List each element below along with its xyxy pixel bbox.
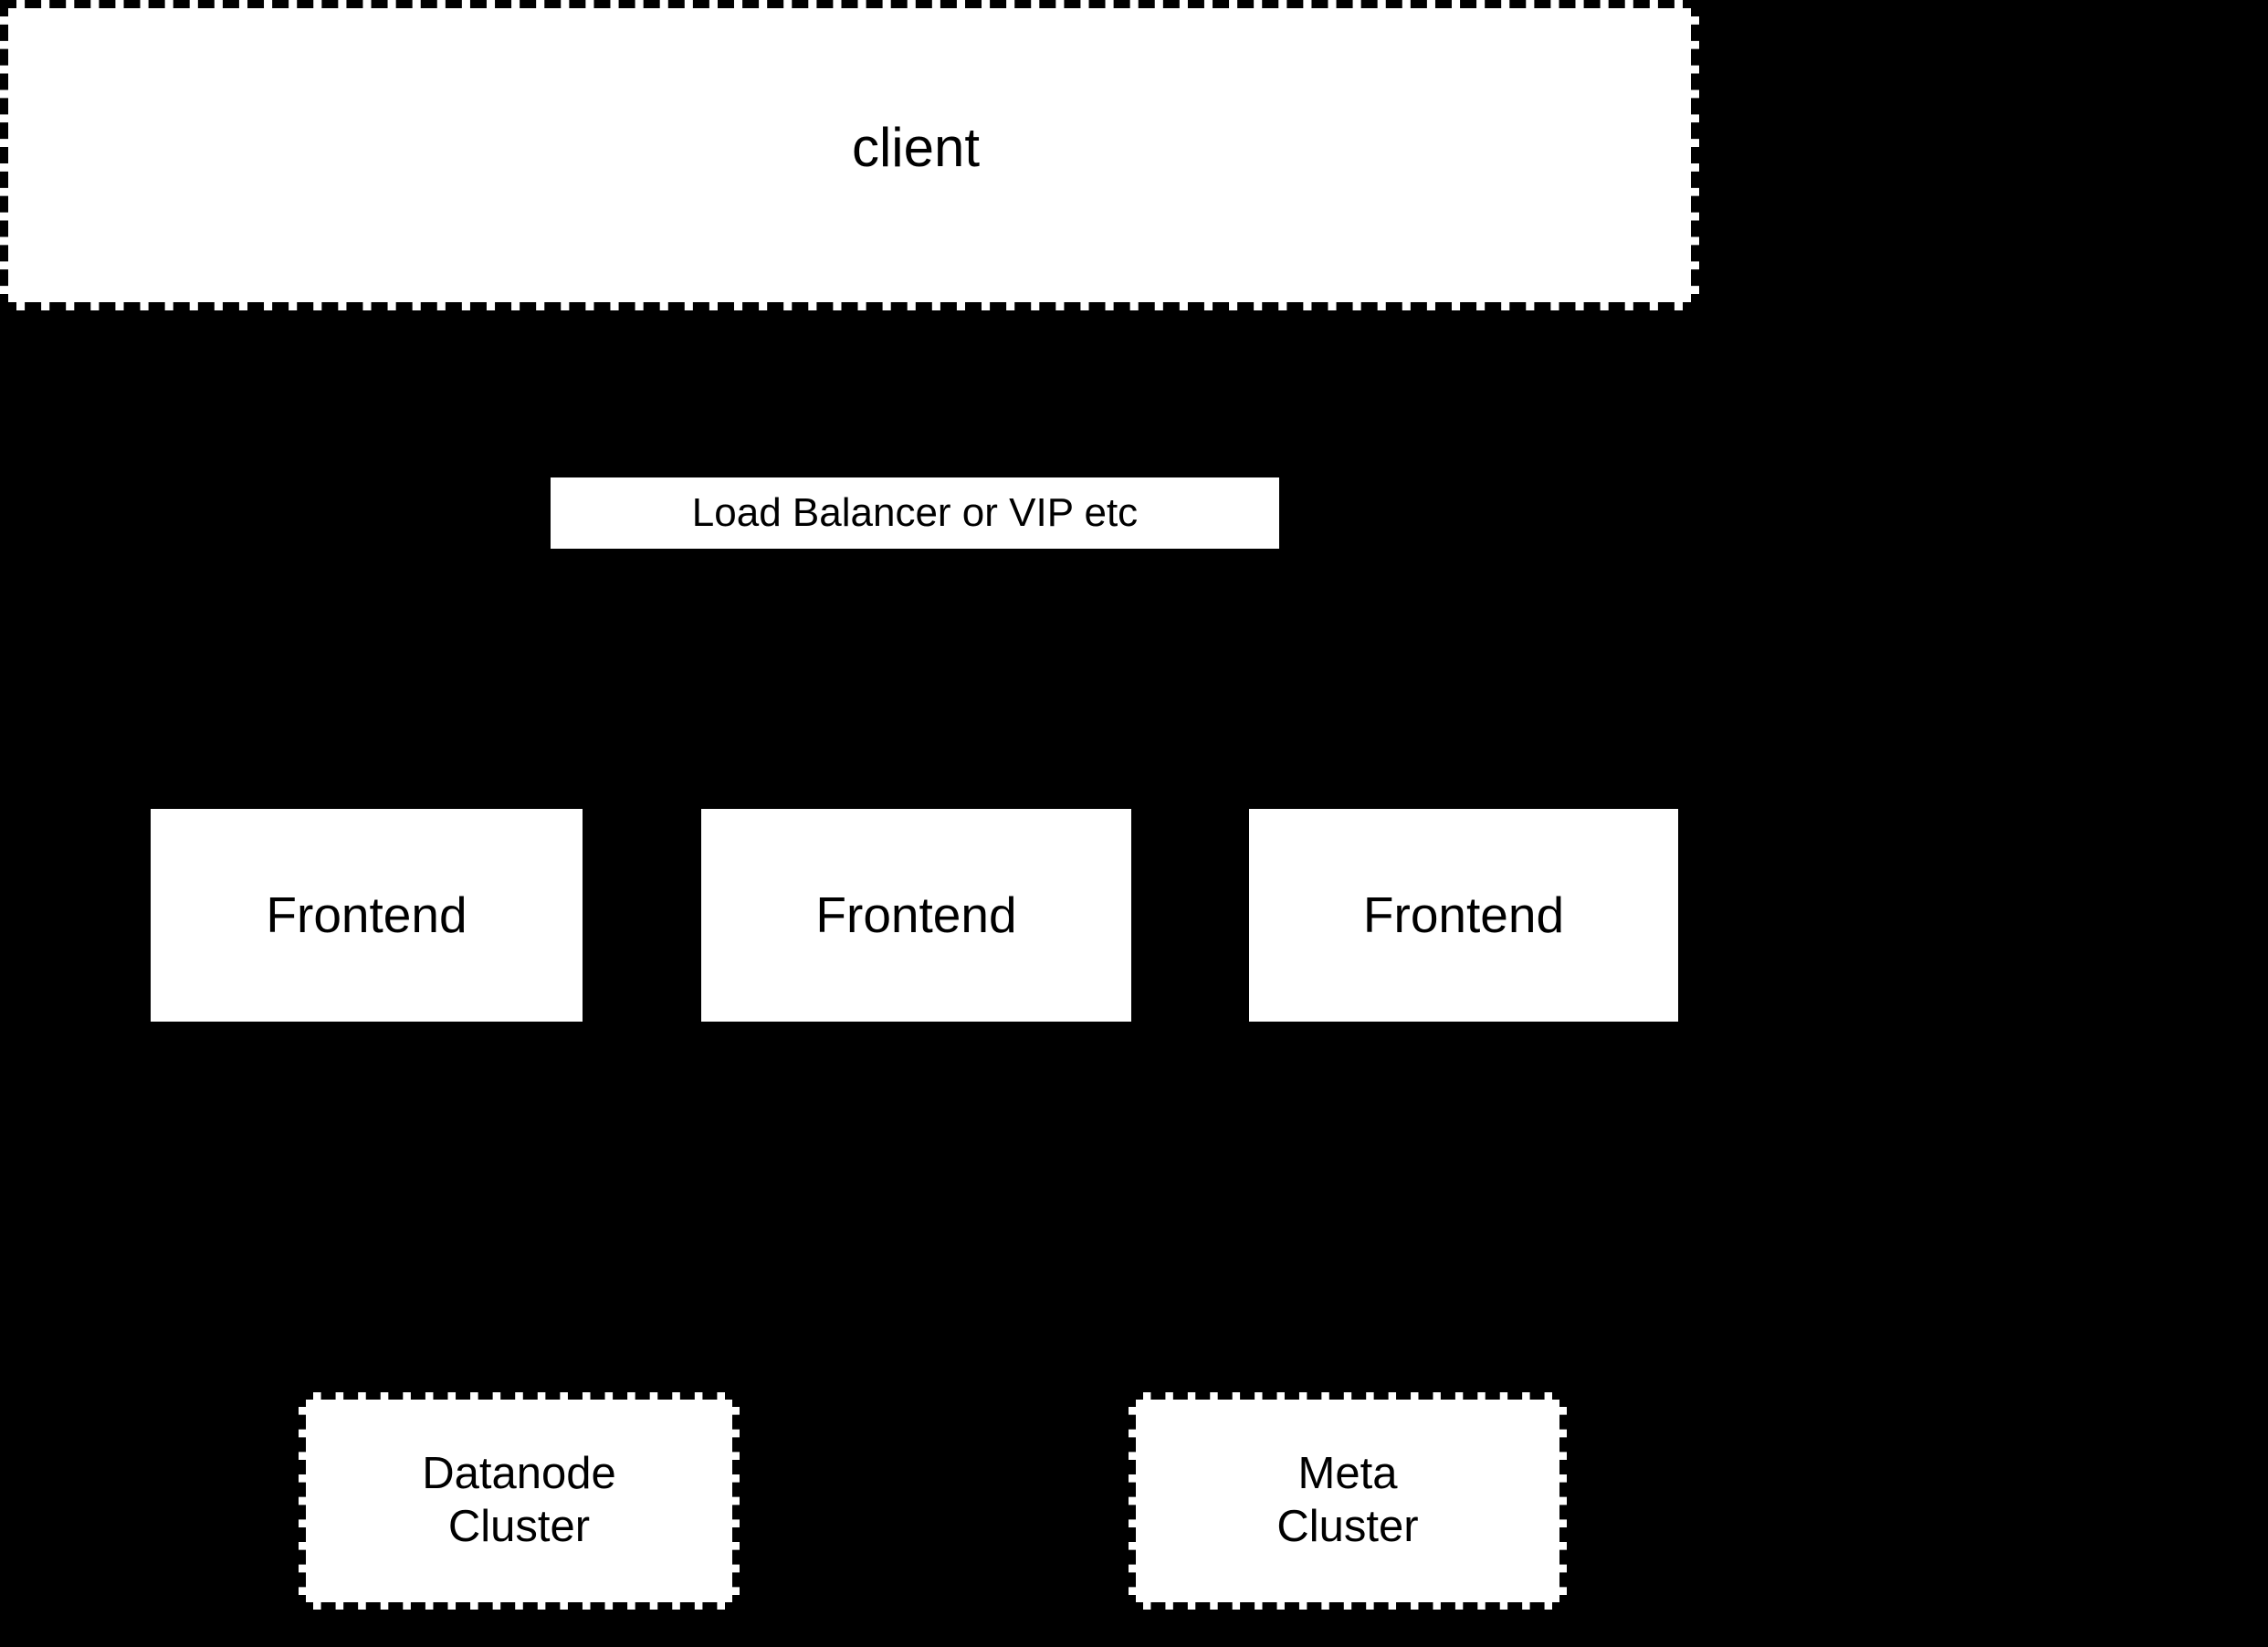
- node-frontend-2-label: Frontend: [815, 886, 1017, 944]
- node-load-balancer[interactable]: Load Balancer or VIP etc: [551, 477, 1279, 549]
- node-frontend-2[interactable]: Frontend: [697, 804, 1136, 1026]
- node-load-balancer-label: Load Balancer or VIP etc: [691, 490, 1139, 536]
- node-datanode-cluster-label: Datanode Cluster: [422, 1449, 616, 1551]
- node-datanode-cluster[interactable]: Datanode Cluster: [299, 1392, 740, 1610]
- node-client[interactable]: client: [698, 41, 1133, 256]
- node-frontend-3-label: Frontend: [1362, 886, 1565, 944]
- node-frontend-1[interactable]: Frontend: [146, 804, 587, 1026]
- node-frontend-3[interactable]: Frontend: [1244, 804, 1683, 1026]
- node-meta-cluster-label: Meta Cluster: [1276, 1449, 1419, 1551]
- node-frontend-1-label: Frontend: [266, 886, 467, 944]
- node-client-label: client: [851, 117, 981, 179]
- node-meta-cluster[interactable]: Meta Cluster: [1129, 1392, 1567, 1610]
